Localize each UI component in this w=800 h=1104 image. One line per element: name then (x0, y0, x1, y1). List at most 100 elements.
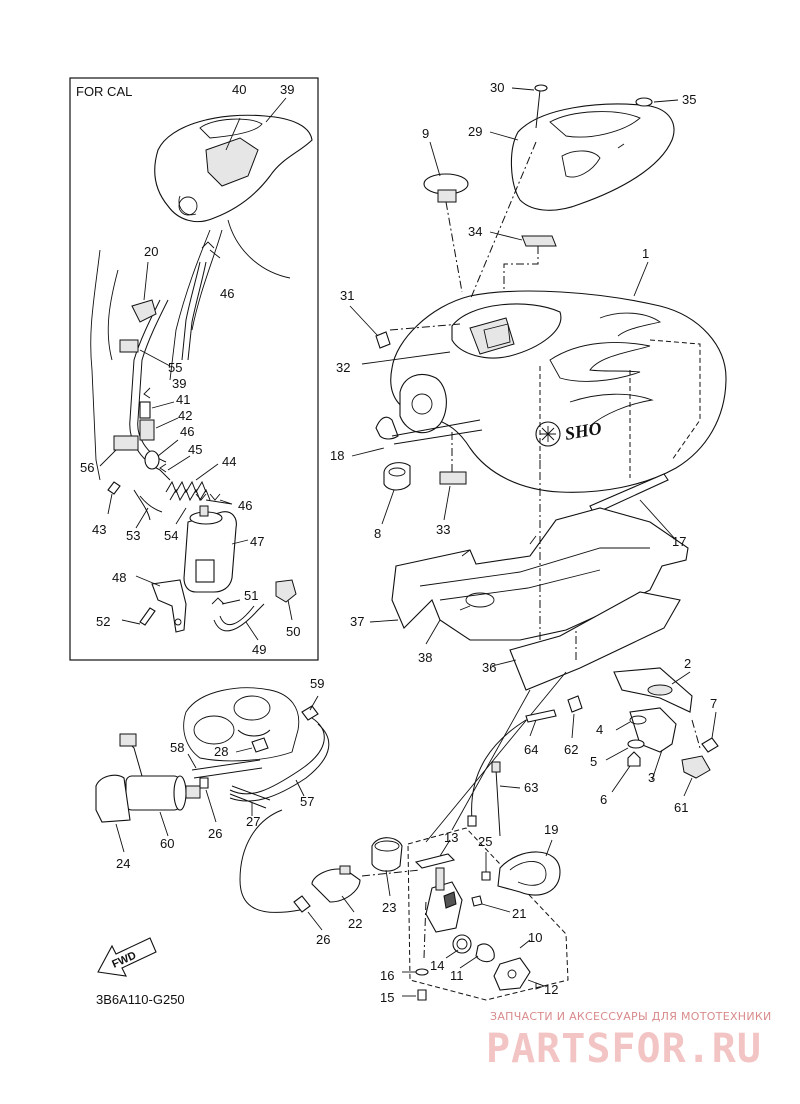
callout-c45: 45 (188, 442, 202, 457)
leader-53 (135, 507, 149, 529)
nut-61 (681, 755, 711, 779)
callout-c26b: 26 (316, 932, 330, 947)
leader-61 (683, 777, 693, 797)
inset-frame-mid2 (191, 229, 223, 331)
inset-hose-lower (133, 489, 151, 521)
screw-15 (417, 989, 427, 1001)
filter-holder-23-top (374, 840, 400, 852)
tank-cover-29-mark (617, 143, 625, 149)
callout-c13: 13 (444, 830, 458, 845)
leader-35 (653, 99, 679, 103)
centerline-30 (469, 141, 537, 301)
leader-32 (361, 351, 451, 365)
tank-flame-graphic2 (599, 312, 662, 337)
callout-c56: 56 (80, 460, 94, 475)
fuel-filter-22-nipple (339, 865, 351, 875)
watermark-tagline: ЗАПЧАСТИ И АКСЕССУАРЫ ДЛЯ МОТОТЕХНИКИ (490, 1010, 772, 1023)
callout-c8: 8 (374, 526, 381, 541)
clamp-28 (251, 737, 269, 753)
callout-c51: 51 (244, 588, 258, 603)
centerline-15 (423, 899, 427, 959)
leader-50 (287, 599, 293, 621)
clip-46b (144, 450, 160, 470)
cable-64-end (467, 815, 477, 827)
leader-fuelcock-to-tank (425, 671, 567, 843)
leader-48 (135, 575, 161, 587)
tank-filler-inner (483, 323, 511, 349)
main-tank-assembly: SHO (349, 84, 727, 691)
pad-34 (521, 235, 557, 247)
centerline-7 (691, 719, 701, 749)
leader-5 (605, 747, 629, 761)
leader-34 (489, 231, 523, 241)
hose-19 (497, 851, 561, 896)
tank-flame-graphic (549, 342, 651, 382)
clip-26b (293, 895, 311, 913)
arrow-12 (535, 982, 546, 990)
callout-c39b: 39 (172, 376, 186, 391)
leader-8 (381, 489, 395, 525)
leader-33 (443, 485, 451, 521)
cap-35 (635, 97, 653, 107)
bolt-6 (627, 751, 641, 767)
callout-c21: 21 (512, 906, 526, 921)
hose-18 (375, 416, 399, 440)
bolt-31 (375, 331, 391, 349)
leader-60 (159, 811, 169, 837)
joint-55 (119, 339, 139, 353)
bracket-2-hole (647, 684, 673, 696)
callout-c25: 25 (478, 834, 492, 849)
callout-c9: 9 (422, 126, 429, 141)
leader-3 (651, 749, 663, 781)
bolt-52 (139, 607, 156, 626)
callout-c20: 20 (144, 244, 158, 259)
hose-18-line2 (393, 429, 483, 445)
leader-51 (221, 599, 241, 605)
leader-46a (209, 249, 221, 259)
leader-19 (545, 839, 553, 857)
o-ring-14 (452, 934, 472, 954)
leader-56 (99, 449, 117, 467)
leader-18 (351, 447, 385, 457)
screw-30-head (534, 84, 548, 92)
callout-c39a: 39 (280, 82, 294, 97)
fuel-pump-60 (125, 775, 181, 811)
canister-47-bracket (195, 559, 215, 583)
leader-24 (115, 823, 125, 853)
tank-bolt-boss (411, 393, 433, 415)
leader-fuelcock-to-tank2 (451, 689, 531, 831)
hose-58b (193, 767, 263, 779)
callout-c46c: 46 (238, 498, 252, 513)
callout-c35: 35 (682, 92, 696, 107)
cable-64 (471, 719, 527, 821)
inset-tank-bolt (178, 196, 198, 216)
bracket-48-hole (174, 618, 182, 626)
clip-46a (201, 241, 215, 249)
leader-2 (671, 671, 691, 685)
fuel-pump-60-outlet (185, 785, 201, 799)
tank-emblem-spokes (540, 426, 556, 442)
cable-group (467, 695, 583, 837)
damper-8-top (388, 467, 406, 477)
centerline-34 (503, 246, 539, 292)
leader-41 (151, 401, 175, 409)
callout-c58: 58 (170, 740, 184, 755)
hose-18-line (391, 419, 481, 437)
callout-c31: 31 (340, 288, 354, 303)
hose-58 (191, 759, 261, 771)
tie-63-head (491, 761, 501, 773)
callout-c44: 44 (222, 454, 236, 469)
callout-c7: 7 (710, 696, 717, 711)
leader-17 (639, 499, 677, 541)
leader-13 (439, 839, 451, 857)
callout-c11: 11 (450, 968, 464, 983)
callout-c59: 59 (310, 676, 324, 691)
valve-42 (139, 419, 155, 441)
callout-c22: 22 (348, 916, 362, 931)
leader-49 (245, 621, 259, 641)
hose-49b (219, 605, 255, 626)
leader-47 (231, 539, 249, 545)
callout-c26a: 26 (208, 826, 222, 841)
leader-46b (157, 439, 179, 457)
plate-12 (493, 957, 531, 991)
